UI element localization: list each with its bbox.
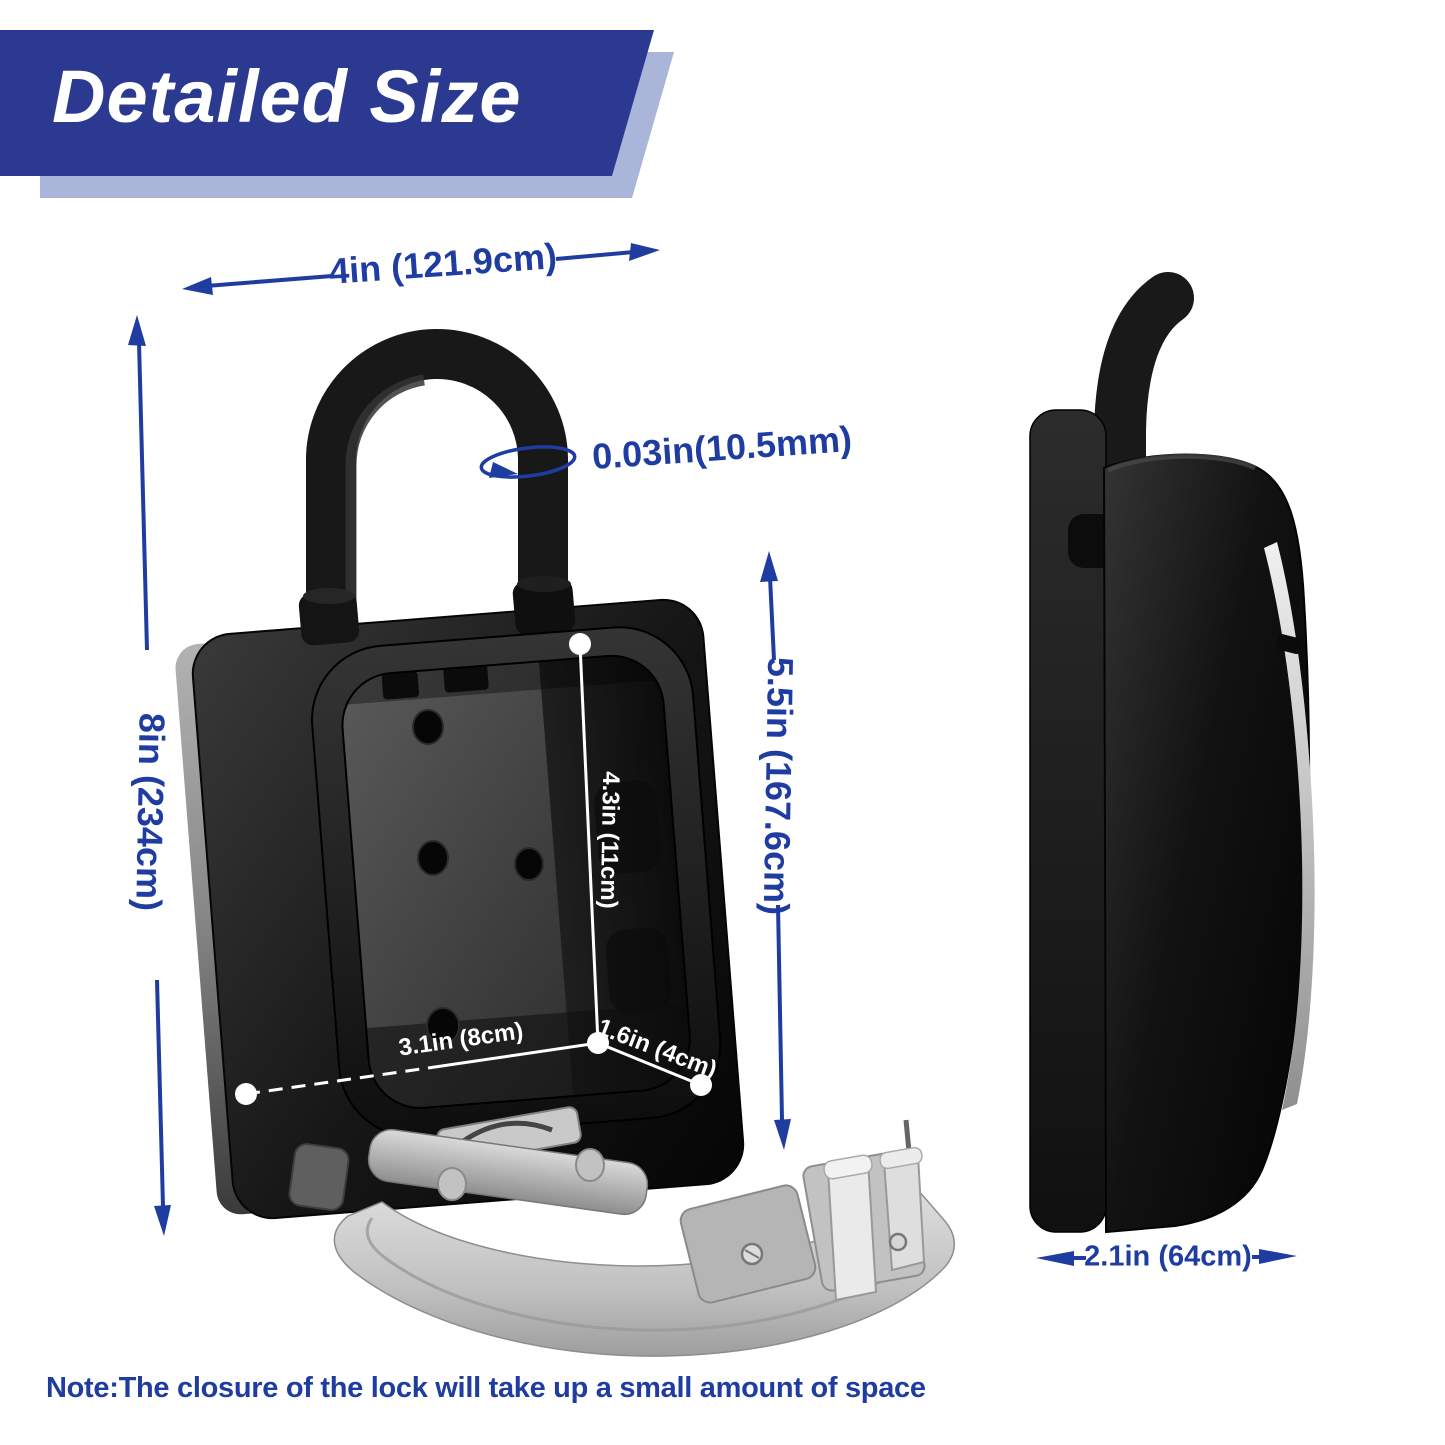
shackle-collar-right [512, 578, 576, 636]
interior-cavity [338, 651, 694, 1112]
latch-mechanism [679, 1119, 926, 1304]
latch-wire [460, 1120, 553, 1145]
dim-total-height-arrow [128, 315, 171, 1236]
dim-side-depth-label: 2.1in (64cm) [1084, 1240, 1252, 1273]
front-bezel [311, 626, 722, 1138]
shackle [305, 329, 568, 655]
collar-cap-left [303, 588, 355, 604]
page-title: Detailed Size [52, 55, 522, 138]
side-lever [1276, 633, 1302, 655]
side-body-highlight [1107, 453, 1257, 473]
side-view-lockbox [1029, 272, 1315, 1234]
dim-top-width-arrow [182, 243, 660, 295]
mounting-holes [412, 709, 544, 1045]
side-door-edge [1264, 542, 1315, 1110]
note-text: Note:The closure of the lock will take u… [46, 1372, 926, 1404]
banner-background [0, 30, 654, 176]
collar-cap-right [517, 576, 571, 592]
dim-shackle-girth-arrow [479, 445, 577, 479]
door-panel [333, 1188, 955, 1357]
hinge-knuckle [288, 1143, 350, 1211]
side-shackle [1094, 272, 1194, 591]
interior-dimension-lines [235, 633, 712, 1105]
dim-opening-height-arrow [760, 551, 791, 1150]
dim-opening-height-label: 5.5in (167.6cm) [755, 656, 802, 916]
hinge-bar [367, 1128, 649, 1216]
dim-total-height-label: 8in (234cm) [128, 712, 173, 912]
shackle-collar-left [298, 590, 360, 646]
open-door [288, 1106, 955, 1357]
front-view-lockbox [175, 329, 955, 1357]
dim-side-depth-arrow [1036, 1249, 1297, 1266]
dim-inner-height-label: 4.3in (11cm) [594, 771, 625, 909]
